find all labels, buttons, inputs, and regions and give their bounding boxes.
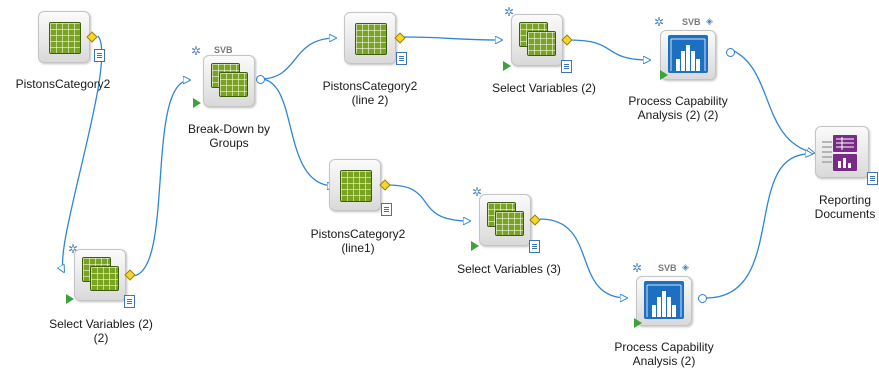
run-icon[interactable] bbox=[634, 318, 642, 328]
process-capability-icon bbox=[636, 276, 692, 326]
node-pistons-category2[interactable] bbox=[38, 11, 105, 101]
reporting-documents-icon bbox=[815, 126, 869, 178]
report-icon bbox=[396, 52, 407, 65]
node-label-pistons-category2-line1: PistonsCategory2 (line1) bbox=[310, 227, 406, 255]
output-port[interactable] bbox=[529, 214, 541, 226]
svb-badge: SVB bbox=[214, 45, 233, 55]
spreadsheet-icon bbox=[38, 11, 90, 63]
settings-gear-icon: ✲ bbox=[654, 15, 665, 29]
connection-pc2-line2-to-select-top[interactable] bbox=[403, 37, 502, 40]
stack-icon: ◈ bbox=[706, 16, 713, 26]
output-port[interactable] bbox=[256, 75, 265, 84]
select-variables-icon bbox=[74, 249, 126, 301]
select-variables-icon bbox=[479, 194, 531, 246]
settings-gear-icon: ✲ bbox=[68, 242, 79, 256]
node-select-variables-2[interactable]: ✲ bbox=[503, 6, 581, 74]
run-icon[interactable] bbox=[471, 241, 479, 251]
settings-gear-icon: ✲ bbox=[632, 261, 643, 275]
output-port[interactable] bbox=[726, 48, 735, 57]
run-icon[interactable] bbox=[66, 294, 74, 304]
connection-pca-top-to-reporting[interactable] bbox=[731, 49, 814, 153]
node-pistons-category2-line1[interactable] bbox=[329, 159, 392, 219]
select-variables-icon bbox=[511, 14, 563, 66]
node-label-pistons-category2-line2: PistonsCategory2 (line 2) bbox=[322, 79, 418, 107]
process-capability-icon bbox=[660, 30, 716, 80]
connection-pc2-line1-to-select-mid[interactable] bbox=[387, 184, 470, 221]
stack-icon: ◈ bbox=[682, 262, 689, 272]
node-break-down-by-groups[interactable]: ✲ SVB bbox=[191, 45, 273, 115]
output-port[interactable] bbox=[698, 294, 707, 303]
connection-select-top-to-pca-top[interactable] bbox=[568, 39, 650, 60]
node-pistons-category2-line2[interactable] bbox=[344, 12, 407, 72]
report-icon bbox=[529, 240, 540, 253]
node-process-capability-analysis-2-2[interactable]: ✲ SVB ◈ bbox=[654, 16, 740, 90]
svb-badge: SVB bbox=[658, 263, 677, 273]
report-icon bbox=[381, 203, 392, 216]
break-down-icon bbox=[203, 55, 255, 107]
spreadsheet-icon bbox=[329, 159, 381, 211]
report-icon bbox=[561, 60, 572, 73]
node-reporting-documents[interactable] bbox=[815, 126, 878, 186]
settings-gear-icon: ✲ bbox=[504, 5, 515, 19]
output-port[interactable] bbox=[394, 32, 406, 44]
node-label-select-variables-2-2: Select Variables (2) (2) bbox=[49, 317, 153, 345]
connection-breakdown-to-pc2-line2[interactable] bbox=[259, 38, 336, 80]
connection-pca-bottom-to-reporting[interactable] bbox=[705, 154, 812, 299]
node-label-select-variables-3: Select Variables (3) bbox=[457, 262, 561, 276]
node-label-reporting-documents: Reporting Documents bbox=[814, 193, 876, 221]
connection-select-left-to-breakdown[interactable] bbox=[132, 80, 190, 277]
node-process-capability-analysis-2[interactable]: ✲ SVB ◈ bbox=[632, 262, 716, 336]
connection-select-mid-to-pca-bottom[interactable] bbox=[539, 218, 627, 298]
node-label-break-down-by-groups: Break-Down by Groups bbox=[187, 122, 271, 150]
output-port[interactable] bbox=[379, 179, 391, 191]
run-icon[interactable] bbox=[660, 70, 668, 80]
output-port[interactable] bbox=[124, 269, 136, 281]
node-select-variables-3[interactable]: ✲ bbox=[471, 186, 549, 254]
node-label-pistons-category2: PistonsCategory2 bbox=[15, 77, 111, 91]
settings-gear-icon: ✲ bbox=[472, 185, 483, 199]
node-select-variables-2-2[interactable]: ✲ bbox=[66, 243, 144, 309]
settings-gear-icon: ✲ bbox=[191, 44, 202, 58]
report-icon bbox=[94, 49, 105, 62]
svb-badge: SVB bbox=[682, 17, 701, 27]
report-icon bbox=[867, 172, 878, 185]
run-icon[interactable] bbox=[193, 98, 201, 108]
node-label-select-variables-2: Select Variables (2) bbox=[492, 81, 596, 95]
connection-breakdown-to-pc2-line1[interactable] bbox=[259, 78, 334, 186]
run-icon[interactable] bbox=[503, 61, 511, 71]
spreadsheet-icon bbox=[344, 12, 396, 64]
node-label-process-capability-analysis-2-2: Process Capability Analysis (2) (2) bbox=[628, 94, 728, 122]
report-icon bbox=[124, 295, 135, 308]
output-port[interactable] bbox=[561, 34, 573, 46]
node-label-process-capability-analysis-2: Process Capability Analysis (2) bbox=[614, 340, 714, 368]
